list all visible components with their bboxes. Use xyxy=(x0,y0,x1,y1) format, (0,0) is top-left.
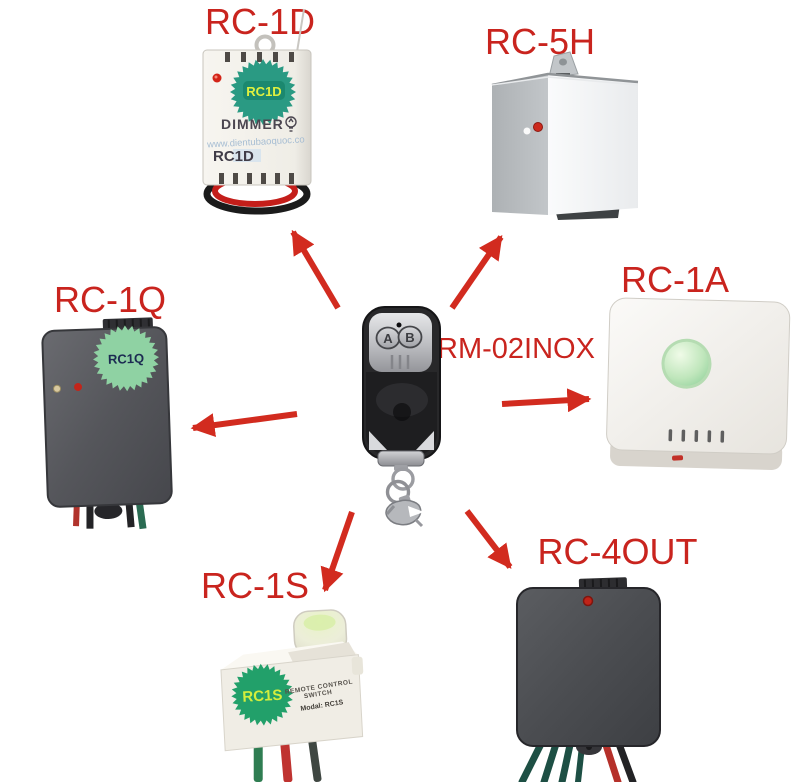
rc-1s-side-tab xyxy=(351,656,364,675)
lobster-clasp xyxy=(385,494,424,528)
arrow-to-rc-1s xyxy=(320,511,355,593)
rc-5h-top-highlight xyxy=(491,76,639,86)
remote-button-a: A xyxy=(375,326,401,350)
rc-1a-vents xyxy=(668,429,725,443)
rc-1s-print-line2: SWITCH xyxy=(303,689,332,700)
rc-1q-title: RC-1Q xyxy=(53,279,166,320)
rc-4out-body xyxy=(516,587,661,747)
rc-1s-wires xyxy=(253,739,322,782)
rc-5h-title: RC-5H xyxy=(484,21,595,62)
rc-1d-function-text: DIMMER xyxy=(221,116,284,132)
arrow-to-rc-5h xyxy=(449,235,504,310)
rc-1d-badge: RC1D xyxy=(230,59,296,125)
rc-4out-device xyxy=(516,577,661,782)
arrow-to-rc-1d xyxy=(290,229,341,310)
rc-1s-title: RC-1S xyxy=(200,565,310,606)
rc-5h-device xyxy=(491,51,639,220)
rc-1d-bottom-vents xyxy=(219,173,294,184)
rc-1d-led-glint xyxy=(214,75,218,79)
rc-1q-badge: RC1Q xyxy=(93,325,160,392)
rc-5h-left-face xyxy=(492,74,548,215)
remote-cover-dot xyxy=(393,403,411,421)
arrow-to-rc-1q xyxy=(190,411,298,438)
arrow-to-rc-1a xyxy=(501,388,592,413)
rc-1d-badge-text: RC1D xyxy=(246,84,281,99)
rc-1q-led-amber xyxy=(53,384,62,393)
rc-1a-logo-mark xyxy=(672,455,684,461)
rc-1q-badge-text: RC1Q xyxy=(108,351,145,367)
rc-1a-device xyxy=(606,297,791,470)
rc-1s-device: RC1S REMOTE CONTROL SWITCH Modal: RC1S xyxy=(220,609,364,782)
rc-1a-title: RC-1A xyxy=(620,259,730,300)
rc-1s-badge-text: RC1S xyxy=(242,687,283,706)
rc-4out-title: RC-4OUT xyxy=(537,531,698,572)
rc-5h-top-edge xyxy=(491,72,639,87)
remote-device: A B xyxy=(362,306,441,528)
rc-4out-wires xyxy=(518,738,637,782)
remote-led xyxy=(396,322,402,328)
rc-1s-badge: RC1S xyxy=(231,663,294,726)
rc-4out-led xyxy=(582,595,594,607)
rc-5h-front-face xyxy=(548,74,638,215)
bulb-icon xyxy=(285,116,297,132)
remote-button-a-label: A xyxy=(383,331,393,346)
remote-button-b-label: B xyxy=(405,330,414,345)
rc-1d-top-vents xyxy=(225,52,294,62)
rc-1a-dome-button xyxy=(664,341,709,386)
remote-corner-left xyxy=(369,431,387,450)
antenna-wire xyxy=(296,8,305,53)
rc-1d-device: RC1D DIMMER www.dientubaoquoc.co RC1D xyxy=(202,8,312,215)
rc-1s-dome-base xyxy=(288,642,357,665)
rc-1q-wires xyxy=(73,499,147,530)
remote-title: RM-02INOX xyxy=(437,333,595,365)
rc-1d-smudge xyxy=(233,149,261,162)
remote-grip-ridges xyxy=(390,355,410,369)
rc-1d-model-text: RC1D xyxy=(213,148,254,165)
rc-1d-watermark: www.dientubaoquoc.co xyxy=(206,134,305,150)
rc-1q-led-red xyxy=(74,382,83,391)
rc-1s-dome-glow xyxy=(303,614,336,631)
remote-bottom-cap xyxy=(377,450,425,467)
rc-1d-title: RC-1D xyxy=(204,1,315,42)
arrow-to-rc-4out xyxy=(464,509,513,569)
rc-5h-led xyxy=(533,122,543,132)
rc-1q-bottom-blob xyxy=(94,503,123,520)
rc-1q-device: RC1Q xyxy=(41,317,173,530)
keyring-1 xyxy=(391,467,415,491)
remote-corner-right xyxy=(416,431,434,450)
remote-button-b: B xyxy=(397,325,423,349)
remote-sheen xyxy=(376,383,428,417)
rc-5h-white-dot xyxy=(523,127,531,135)
